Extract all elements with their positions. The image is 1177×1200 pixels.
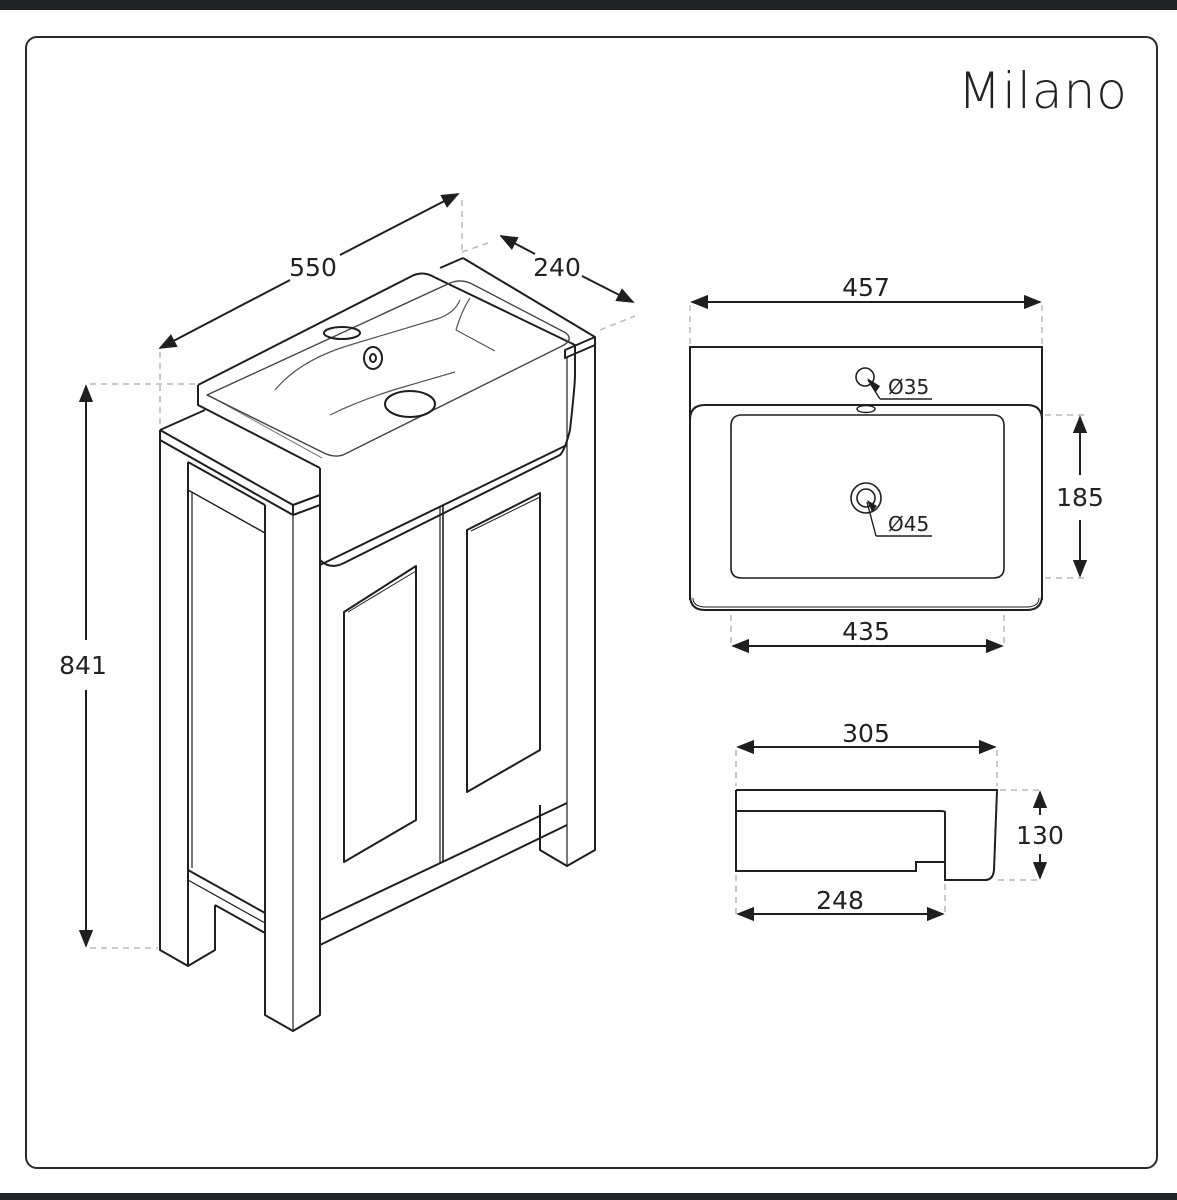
top-view-arrows: [867, 378, 880, 512]
isometric-dimensions: [78, 193, 636, 949]
side-view-dimensions: [735, 739, 1048, 922]
drawing-frame: [25, 36, 1158, 1169]
top-view-dimensions: [689, 294, 1088, 654]
bottom-bar: [0, 1193, 1177, 1200]
side-base-depth-label: 248: [816, 886, 864, 915]
isometric-vanity: [159, 257, 596, 1032]
top-bar: [0, 0, 1177, 10]
height-dimension-label: 841: [59, 651, 107, 680]
brand-logo: Milano: [958, 62, 1128, 120]
overall-width-label: 457: [842, 273, 890, 302]
side-overall-depth-label: 305: [842, 719, 890, 748]
width-dimension-label: 550: [289, 253, 337, 282]
depth-dimension-label: 240: [533, 253, 581, 282]
basin-side-view: [735, 789, 999, 881]
bowl-depth-label: 185: [1056, 483, 1104, 512]
tap-hole-diameter-label: Ø35: [888, 375, 929, 399]
waste-diameter-label: Ø45: [888, 512, 929, 536]
bowl-width-label: 435: [842, 617, 890, 646]
basin-top-view: [689, 346, 1043, 611]
side-height-label: 130: [1016, 821, 1064, 850]
